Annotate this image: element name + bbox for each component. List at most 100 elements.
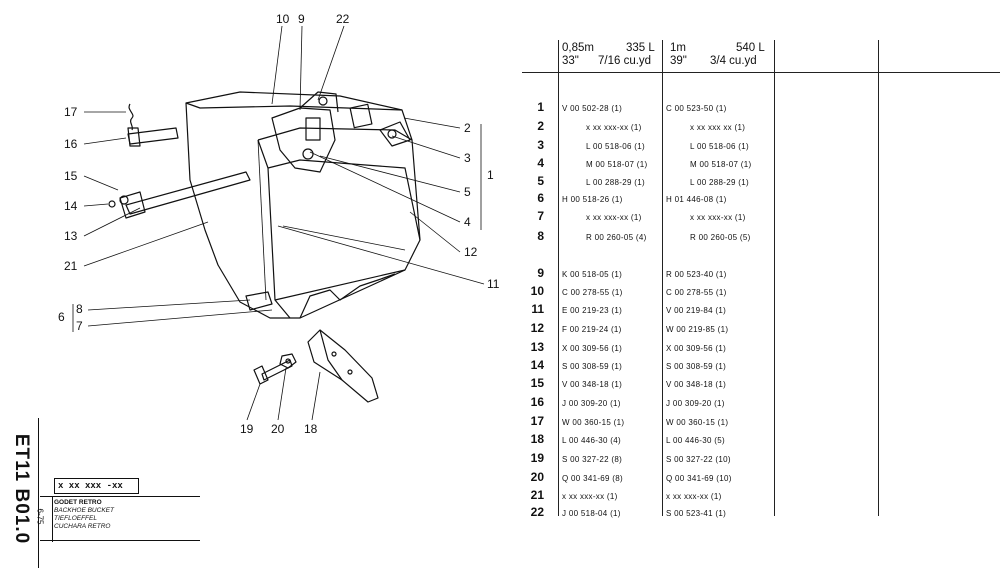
part-number-col2: x xx xxx-xx (1) bbox=[666, 492, 722, 501]
row-number: 19 bbox=[530, 451, 544, 465]
part-number-col1: S 00 308-59 (1) bbox=[562, 362, 623, 371]
row-number: 1 bbox=[537, 100, 544, 114]
title-block: x xx xxx -xx 6-75 GODET RETRO BACKHOE BU… bbox=[35, 476, 200, 542]
title-divider bbox=[40, 496, 200, 497]
part-number-col2: S 00 308-59 (1) bbox=[666, 362, 727, 371]
nut-20 bbox=[279, 353, 297, 369]
table-header-line bbox=[522, 72, 1000, 73]
part-number-col1: J 00 518-04 (1) bbox=[562, 509, 621, 518]
table-row: 17 W 00 360-15 (1) W 00 360-15 (1) bbox=[522, 414, 1000, 431]
row-number: 6 bbox=[537, 191, 544, 205]
table-row: 1 V 00 502-28 (1) C 00 523-50 (1) bbox=[522, 100, 1000, 117]
callout-14: 14 bbox=[64, 199, 78, 213]
row-number: 14 bbox=[530, 358, 544, 372]
title-line-fr: GODET RETRO bbox=[54, 499, 102, 506]
part-number-col1: V 00 348-18 (1) bbox=[562, 380, 623, 389]
row-number: 2 bbox=[537, 119, 544, 133]
header-col1-line2-b: 7/16 cu.yd bbox=[598, 55, 652, 67]
pin-16 bbox=[127, 127, 179, 145]
row-number: 9 bbox=[537, 266, 544, 280]
callout-19: 19 bbox=[240, 422, 254, 436]
part-number-col1: S 00 327-22 (8) bbox=[562, 455, 623, 464]
callout-16: 16 bbox=[64, 137, 78, 151]
tooth-18 bbox=[307, 329, 379, 403]
callout-11: 11 bbox=[487, 277, 500, 291]
callout-21: 21 bbox=[64, 259, 78, 273]
part-number-col2: V 00 219-84 (1) bbox=[666, 306, 727, 315]
row-number: 4 bbox=[537, 156, 544, 170]
part-number-col1: x xx xxx-xx (1) bbox=[586, 123, 642, 132]
title-line-es: CUCHARA RETRO bbox=[54, 523, 111, 530]
row-number: 5 bbox=[537, 174, 544, 188]
callout-1: 1 bbox=[487, 168, 494, 182]
part-number-col1: H 00 518-26 (1) bbox=[562, 195, 623, 204]
table-row: 9 K 00 518-05 (1) R 00 523-40 (1) bbox=[522, 266, 1000, 283]
part-number-col1: Q 00 341-69 (8) bbox=[562, 474, 623, 483]
header-col2-line2-a: 39" bbox=[670, 55, 687, 67]
callout-17: 17 bbox=[64, 105, 78, 119]
table-row: 14 S 00 308-59 (1) S 00 308-59 (1) bbox=[522, 358, 1000, 375]
callout-10: 10 bbox=[276, 12, 290, 26]
table-row: 5 L 00 288-29 (1) L 00 288-29 (1) bbox=[522, 174, 1000, 191]
callout-18: 18 bbox=[304, 422, 318, 436]
document-code-text: ET11 B01.0 bbox=[11, 433, 32, 545]
table-col-line bbox=[662, 40, 663, 516]
document-code: ET11 B01.0 bbox=[6, 418, 36, 568]
parts-table: 0,85m 335 L 33" 7/16 cu.yd 1m 540 L 39" … bbox=[522, 40, 1000, 519]
part-number-col2: L 00 288-29 (1) bbox=[690, 178, 749, 187]
header-col2-line2-b: 3/4 cu.yd bbox=[710, 55, 757, 67]
part-number-col2: C 00 523-50 (1) bbox=[666, 104, 727, 113]
callout-4: 4 bbox=[464, 215, 471, 229]
part-number-col1: E 00 219-23 (1) bbox=[562, 306, 623, 315]
table-row: 2 x xx xxx-xx (1) x xx xxx xx (1) bbox=[522, 119, 1000, 136]
part-number-col1: x xx xxx-xx (1) bbox=[586, 213, 642, 222]
row-number: 18 bbox=[530, 432, 544, 446]
part-number-col2: M 00 518-07 (1) bbox=[690, 160, 752, 169]
callout-13: 13 bbox=[64, 229, 78, 243]
part-number-col1: L 00 518-06 (1) bbox=[586, 142, 645, 151]
row-number: 20 bbox=[530, 470, 544, 484]
row-number: 16 bbox=[530, 395, 544, 409]
date-field: 6-75 bbox=[35, 508, 45, 525]
part-number-col2: R 00 523-40 (1) bbox=[666, 270, 727, 279]
callout-12: 12 bbox=[464, 245, 478, 259]
bucket-exploded-drawing bbox=[72, 25, 485, 421]
part-number-col1: W 00 360-15 (1) bbox=[562, 418, 625, 427]
part-number-col2: W 00 360-15 (1) bbox=[666, 418, 729, 427]
part-number-col1: V 00 502-28 (1) bbox=[562, 104, 623, 113]
header-col2-line1-a: 1m bbox=[670, 42, 686, 54]
callout-20: 20 bbox=[271, 422, 285, 436]
table-row: 20 Q 00 341-69 (8) Q 00 341-69 (10) bbox=[522, 470, 1000, 487]
title-bottom-line bbox=[40, 540, 200, 541]
callout-22: 22 bbox=[336, 12, 350, 26]
header-col2-line1-b: 540 L bbox=[736, 42, 765, 54]
row-number: 10 bbox=[530, 284, 544, 298]
row-number: 17 bbox=[530, 414, 544, 428]
code-divider bbox=[38, 418, 39, 568]
part-number-col1: L 00 288-29 (1) bbox=[586, 178, 645, 187]
part-code-box: x xx xxx -xx bbox=[54, 478, 139, 494]
part-number-col2: L 00 518-06 (1) bbox=[690, 142, 749, 151]
part-number-col1: K 00 518-05 (1) bbox=[562, 270, 623, 279]
header-col1-line1-a: 0,85m bbox=[562, 42, 594, 54]
row-number: 12 bbox=[530, 321, 544, 335]
part-number-col1: C 00 278-55 (1) bbox=[562, 288, 623, 297]
row-number: 8 bbox=[537, 229, 544, 243]
part-number-col1: R 00 260-05 (4) bbox=[586, 233, 647, 242]
title-vertical-divider bbox=[52, 496, 53, 542]
part-number-col1: L 00 446-30 (4) bbox=[562, 436, 621, 445]
callout-15: 15 bbox=[64, 169, 78, 183]
part-number-col2: J 00 309-20 (1) bbox=[666, 399, 725, 408]
part-number-col2: Q 00 341-69 (10) bbox=[666, 474, 732, 483]
part-number-col1: F 00 219-24 (1) bbox=[562, 325, 622, 334]
part-number-col2: x xx xxx xx (1) bbox=[690, 123, 746, 132]
part-number-col1: X 00 309-56 (1) bbox=[562, 344, 623, 353]
